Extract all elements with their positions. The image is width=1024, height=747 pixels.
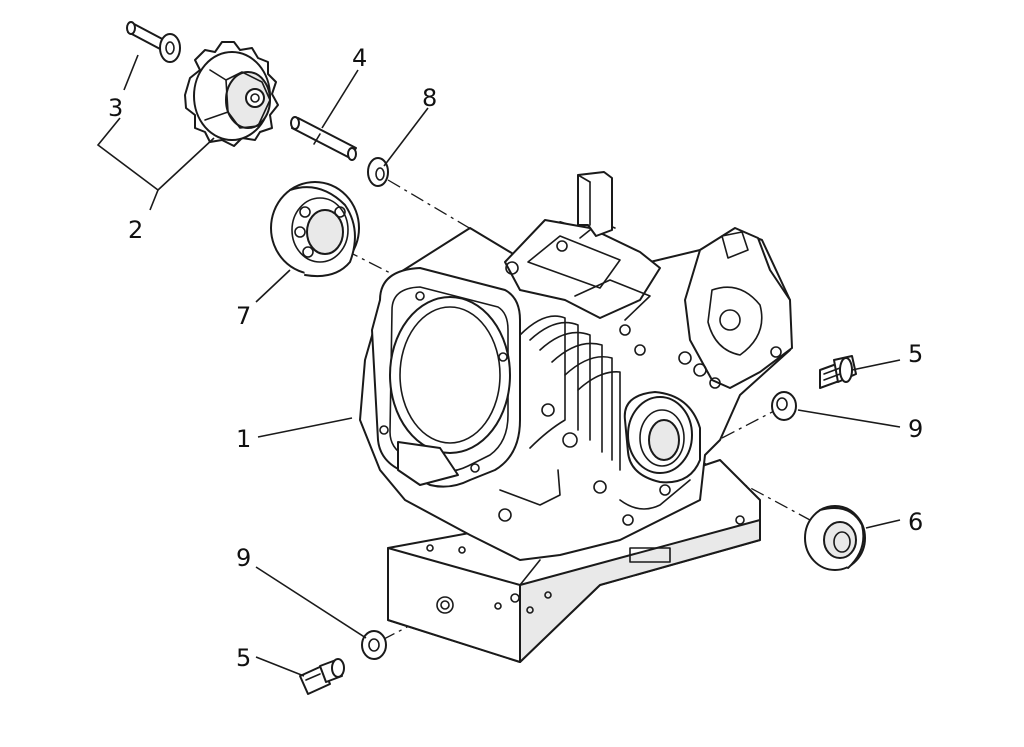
leader-lines <box>96 54 901 677</box>
callout-7: 7 <box>236 302 251 330</box>
callout-2: 2 <box>128 216 143 244</box>
pin-part-3 <box>126 21 181 63</box>
callout-9-right: 9 <box>908 415 923 443</box>
callout-1: 1 <box>236 425 251 453</box>
callout-5-right: 5 <box>908 340 923 368</box>
callout-5-left: 5 <box>236 644 251 672</box>
callout-3: 3 <box>108 94 123 122</box>
bearing-part-7 <box>270 181 360 278</box>
bolt-part-5-right <box>819 355 857 389</box>
washer-part-9-right <box>771 391 797 421</box>
bolt-part-5-left <box>299 658 345 695</box>
shaft-part-4 <box>290 116 357 161</box>
crankcase-part <box>359 171 793 663</box>
washer-part-8 <box>367 157 389 187</box>
callout-9-left: 9 <box>236 544 251 572</box>
callout-6: 6 <box>908 508 923 536</box>
oil-seal-part-6 <box>804 505 866 571</box>
callout-labels: 3 2 4 8 7 1 5 9 6 9 5 <box>108 44 923 672</box>
gear-part <box>184 41 279 147</box>
callout-4: 4 <box>352 44 367 72</box>
callout-8: 8 <box>422 84 437 112</box>
washer-part-9-left <box>361 630 387 660</box>
